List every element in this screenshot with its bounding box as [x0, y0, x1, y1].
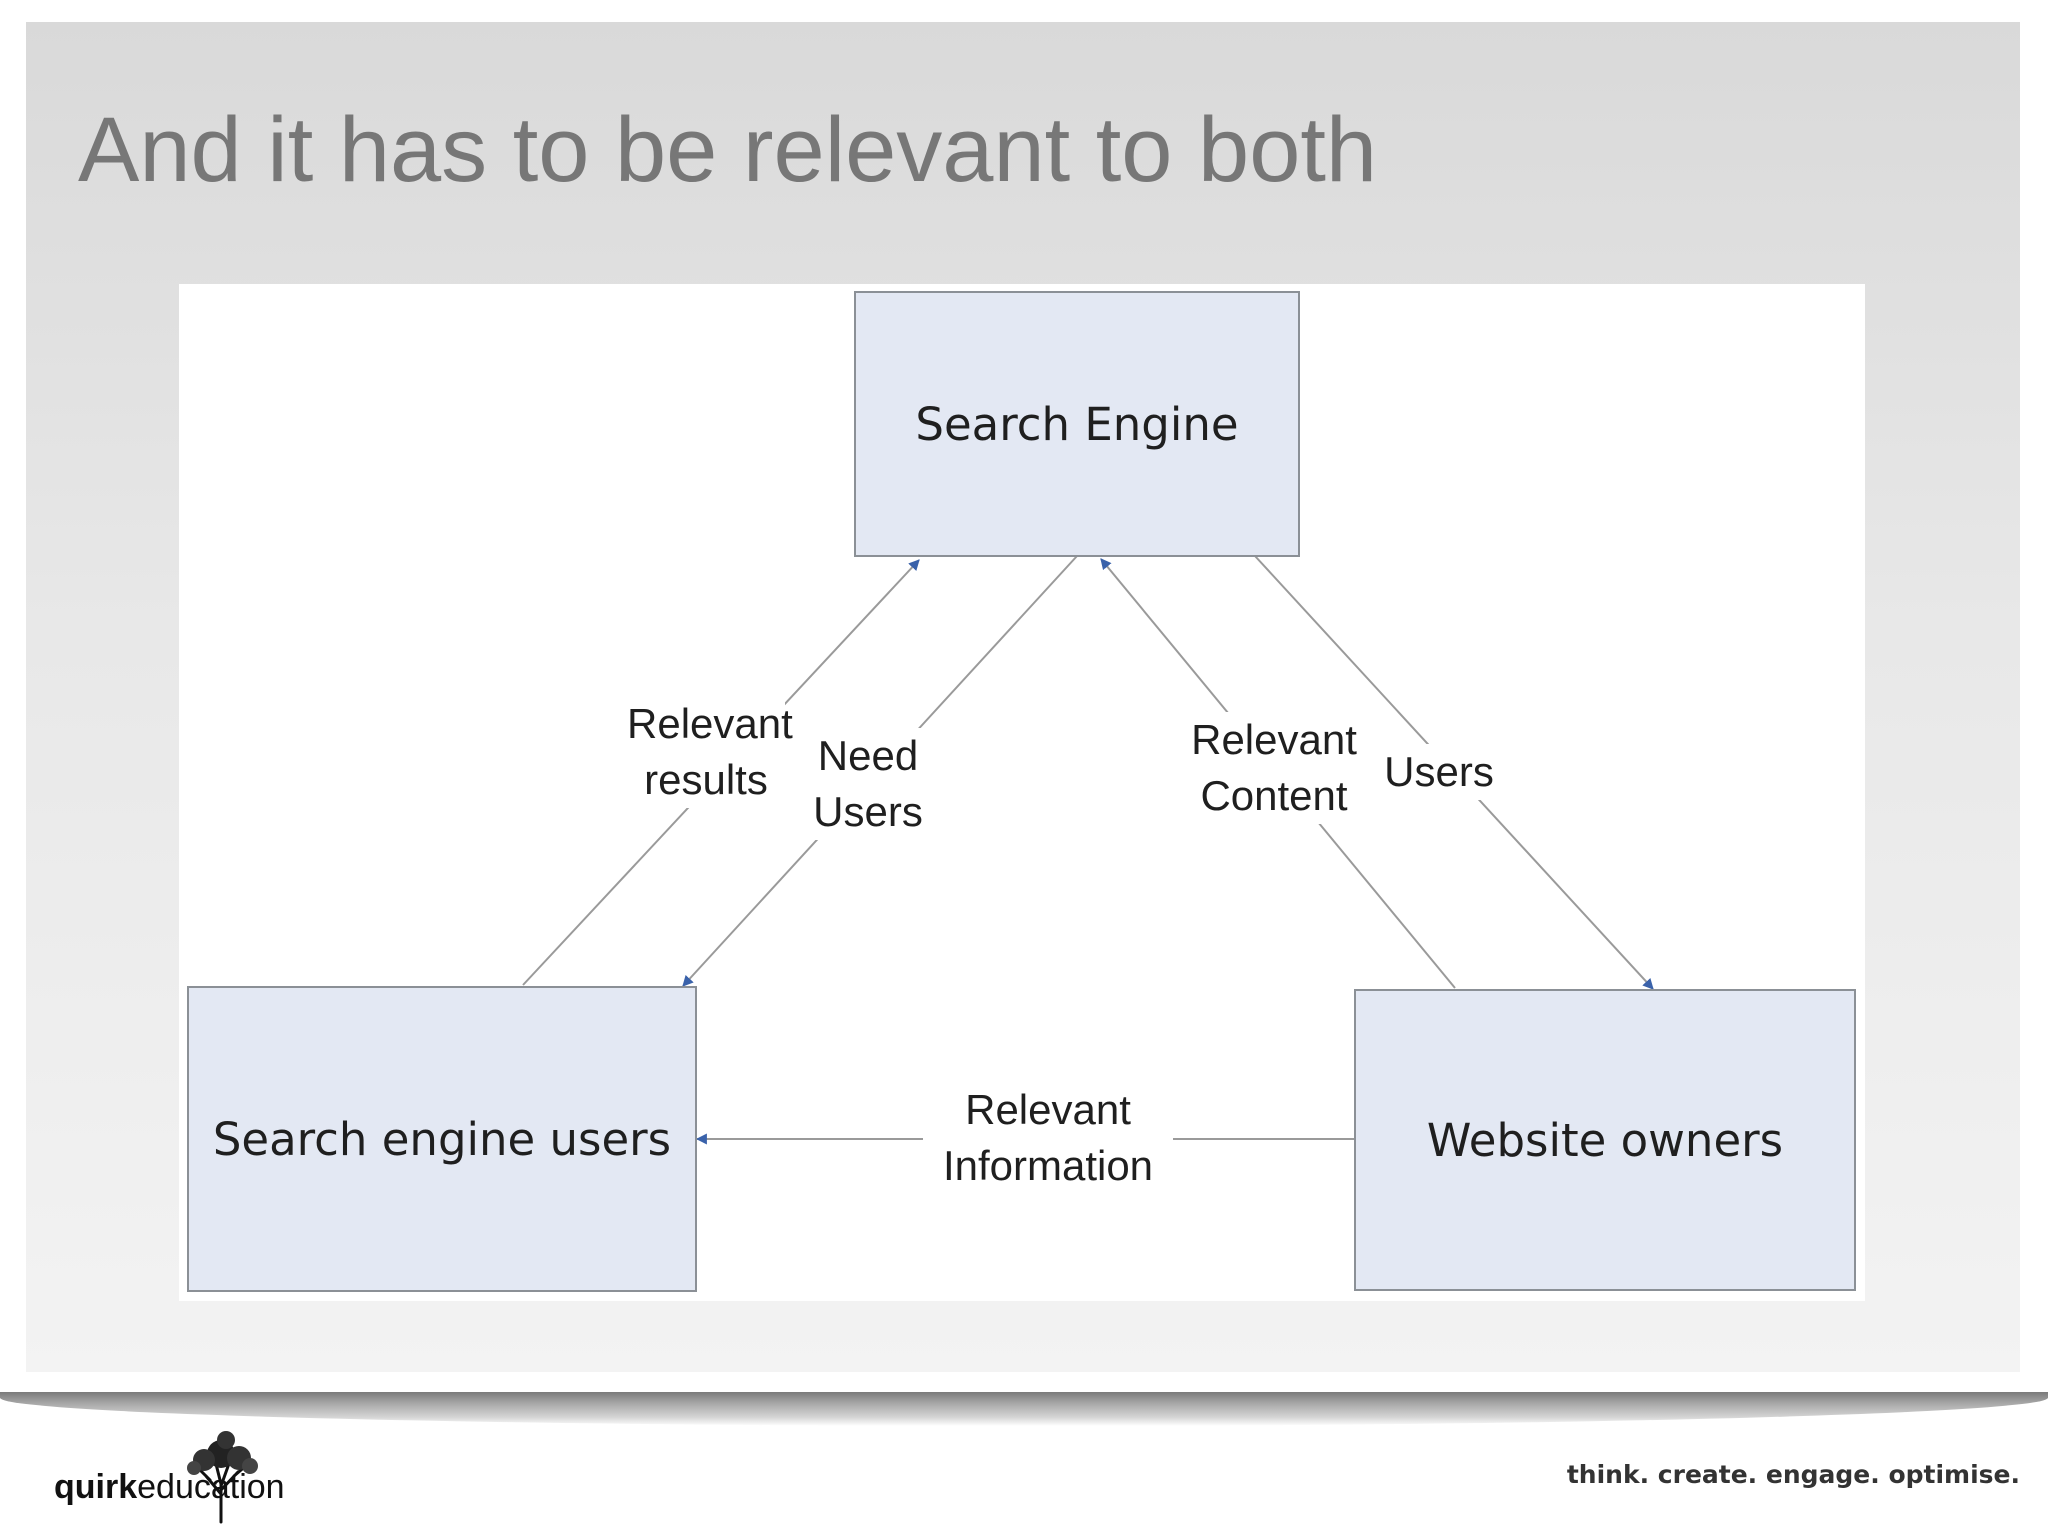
- edge-label-users: Users: [1377, 744, 1501, 800]
- edge-label-need-users: Need Users: [813, 728, 923, 840]
- tree-icon: [187, 1431, 258, 1524]
- edge-label-relevant-results: Relevant results: [627, 696, 793, 808]
- node-search-engine: Search Engine: [854, 291, 1300, 557]
- slide-shadow: [0, 1392, 2048, 1426]
- slide-title: And it has to be relevant to both: [78, 99, 1378, 201]
- edge-label-relevant-information: Relevant Information: [923, 1082, 1173, 1194]
- quirk-education-logo: quirkeducation: [54, 1424, 294, 1524]
- node-website-owners-label: Website owners: [1426, 1113, 1784, 1167]
- logo-wordmark: quirkeducation: [54, 1468, 285, 1506]
- node-search-engine-users-label: Search engine users: [212, 1112, 672, 1166]
- node-website-owners: Website owners: [1354, 989, 1856, 1291]
- node-search-engine-users: Search engine users: [187, 986, 697, 1292]
- node-search-engine-label: Search Engine: [915, 397, 1239, 451]
- edge-label-relevant-content: Relevant Content: [1177, 712, 1371, 824]
- relevance-diagram: Search Engine Search engine users Websit…: [179, 284, 1865, 1301]
- footer-tagline: think. create. engage. optimise.: [1566, 1460, 2020, 1489]
